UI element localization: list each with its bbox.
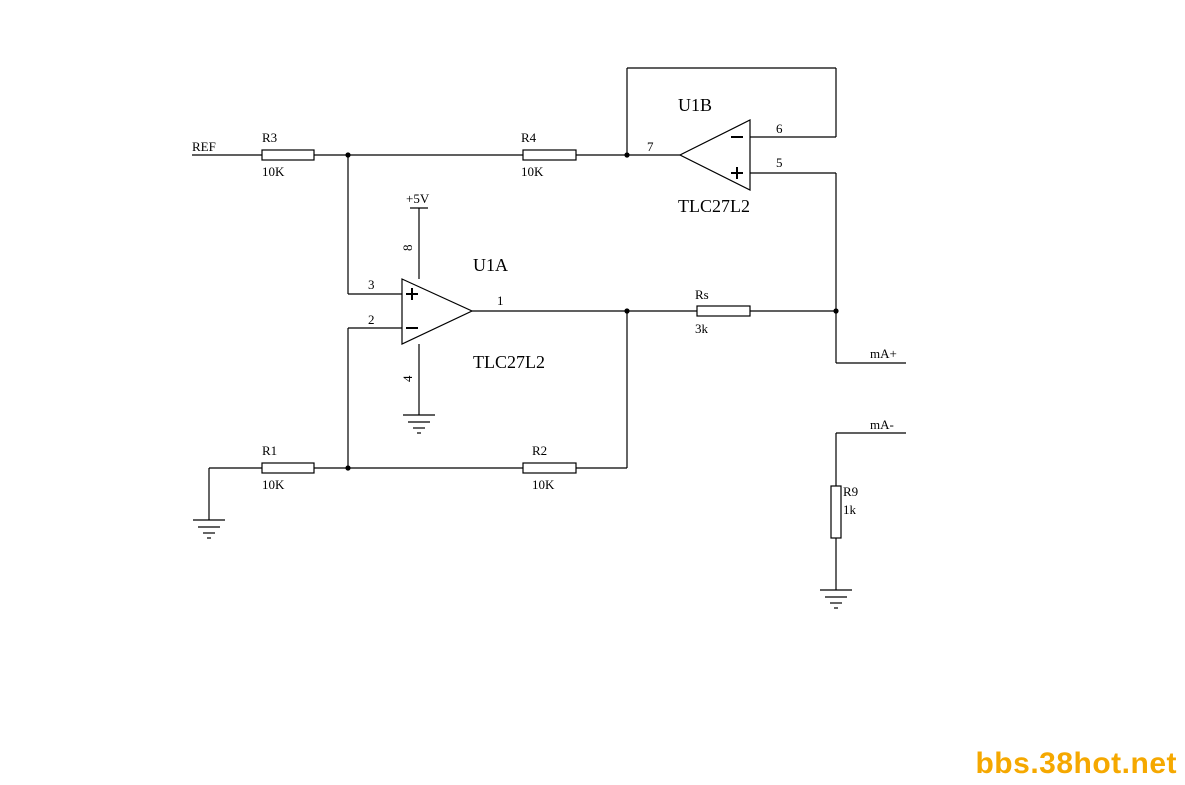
pin-4: 4 [400, 375, 415, 382]
r1-name: R1 [262, 443, 277, 458]
r3-name: R3 [262, 130, 277, 145]
r9-name: R9 [843, 484, 858, 499]
pin-7: 7 [647, 139, 654, 154]
r3-value: 10K [262, 164, 285, 179]
pin-2: 2 [368, 312, 375, 327]
watermark: bbs.38hot.net [975, 747, 1177, 780]
pin-8: 8 [400, 245, 415, 252]
r1-value: 10K [262, 477, 285, 492]
ground-icon [403, 414, 435, 434]
rs-name: Rs [695, 287, 709, 302]
junctions [345, 152, 839, 471]
ground-icon [193, 519, 225, 539]
wires [192, 67, 906, 590]
pin-6: 6 [776, 121, 783, 136]
opamp-u1a [401, 278, 474, 345]
u1a-label: U1A [473, 255, 508, 275]
resistor-r9 [830, 485, 842, 539]
resistor-r1 [261, 462, 315, 474]
pin-5: 5 [776, 155, 783, 170]
r4-name: R4 [521, 130, 537, 145]
ma-plus-label: mA+ [870, 346, 897, 361]
ma-minus-label: mA- [870, 417, 894, 432]
resistor-rs [696, 305, 751, 317]
r4-value: 10K [521, 164, 544, 179]
resistor-r4 [522, 149, 577, 161]
rs-value: 3k [695, 321, 709, 336]
r2-value: 10K [532, 477, 555, 492]
ref-label: REF [192, 139, 216, 154]
u1a-part: TLC27L2 [473, 352, 545, 372]
pin-3: 3 [368, 277, 375, 292]
vcc-label: +5V [406, 191, 430, 206]
ground-icon [820, 589, 852, 609]
u1b-label: U1B [678, 95, 712, 115]
resistor-r3 [261, 149, 315, 161]
u1b-part: TLC27L2 [678, 196, 750, 216]
resistor-r2 [522, 462, 577, 474]
r2-name: R2 [532, 443, 547, 458]
pin-1: 1 [497, 293, 504, 308]
r9-value: 1k [843, 502, 857, 517]
opamp-u1b [678, 119, 751, 191]
labels: REF R3 10K R4 10K R1 10K R2 10K Rs 3k R9… [192, 95, 897, 517]
